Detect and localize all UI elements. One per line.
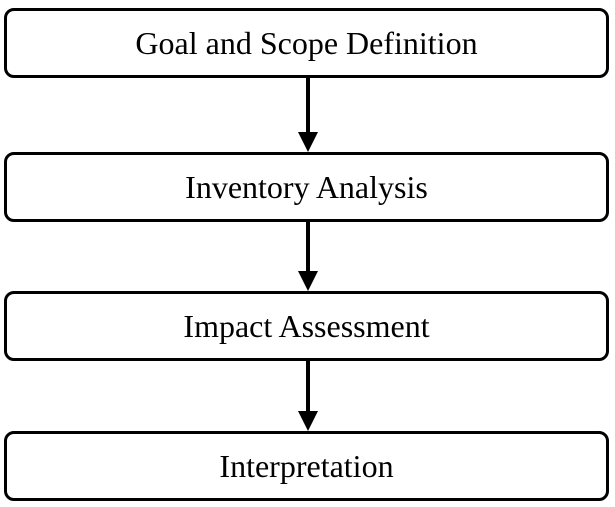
step-label: Inventory Analysis <box>185 169 428 205</box>
step-goal-and-scope-definition: Goal and Scope Definition <box>4 8 609 78</box>
arrow-down-2 <box>298 222 318 291</box>
step-label: Impact Assessment <box>183 308 430 344</box>
arrow-down-3 <box>298 361 318 431</box>
step-label: Goal and Scope Definition <box>135 25 478 61</box>
step-label: Interpretation <box>219 448 394 484</box>
arrow-down-1 <box>298 78 318 152</box>
step-impact-assessment: Impact Assessment <box>4 291 609 361</box>
step-inventory-analysis: Inventory Analysis <box>4 152 609 222</box>
step-interpretation: Interpretation <box>4 431 609 501</box>
